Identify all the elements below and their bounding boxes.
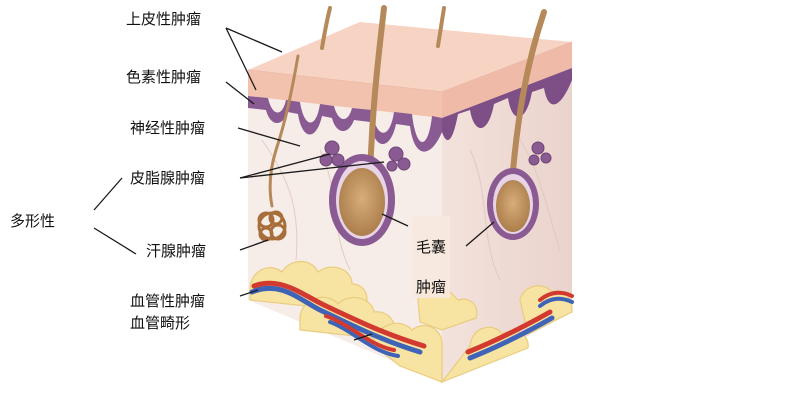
label-multiform: 多形性 xyxy=(10,212,56,230)
label-follicle-line2: 肿瘤 xyxy=(416,278,447,296)
blood-vessels xyxy=(249,280,574,361)
label-follicle-tumor: 毛囊 肿瘤 xyxy=(412,216,451,298)
label-vascular-tumor: 血管性肿瘤 xyxy=(130,292,206,310)
hair-follicles xyxy=(329,154,539,246)
label-neural-tumor: 神经性肿瘤 xyxy=(130,119,206,137)
subcutaneous-fat xyxy=(249,260,573,384)
hair-shafts xyxy=(268,5,547,208)
label-follicle-line1: 毛囊 xyxy=(416,238,447,256)
label-pigment-tumor: 色素性肿瘤 xyxy=(126,68,202,86)
epidermis-band xyxy=(248,70,442,118)
epidermis-top-surface xyxy=(248,22,572,92)
label-sweat-gland-tumor: 汗腺肿瘤 xyxy=(146,242,207,260)
sebaceous-glands xyxy=(319,140,552,172)
label-epidermal-tumor: 上皮性肿瘤 xyxy=(126,10,202,28)
basal-layer xyxy=(248,96,442,152)
leader-lines xyxy=(93,27,495,341)
label-vascular-malformation: 血管畸形 xyxy=(130,314,191,332)
label-sebaceous-tumor: 皮脂腺肿瘤 xyxy=(130,169,206,187)
sweat-gland-coil xyxy=(257,210,287,242)
